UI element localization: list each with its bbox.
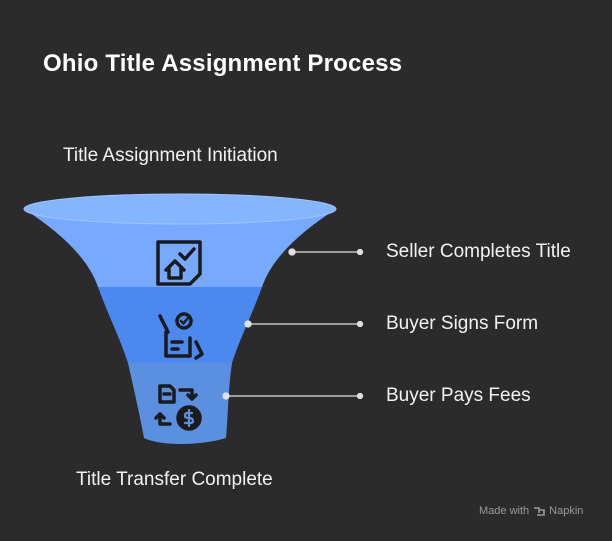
connector-stage-1 xyxy=(288,248,364,256)
hand-signing-form-icon xyxy=(158,312,204,360)
house-document-check-icon xyxy=(156,240,202,286)
stage-label-buyer-signs-form: Buyer Signs Form xyxy=(386,313,539,334)
connector-stage-2 xyxy=(244,320,364,328)
connector-stage-3 xyxy=(222,392,364,400)
made-with-text: Made with xyxy=(479,505,530,517)
funnel-stage-1 xyxy=(24,209,336,287)
funnel-top-label: Title Assignment Initiation xyxy=(63,145,278,166)
document-dollar-exchange-icon xyxy=(154,384,202,431)
stage-label-buyer-pays-fees: Buyer Pays Fees xyxy=(386,385,531,406)
napkin-brand-text: Napkin xyxy=(549,505,584,517)
funnel-stage-3 xyxy=(128,363,232,444)
funnel-rim xyxy=(24,194,336,224)
made-with-credit: Made with Napkin xyxy=(479,505,583,517)
diagram-title: Ohio Title Assignment Process xyxy=(43,50,403,77)
napkin-logo-icon xyxy=(534,507,545,516)
stage-label-seller-completes-title: Seller Completes Title xyxy=(386,241,571,262)
funnel-bottom-label: Title Transfer Complete xyxy=(76,469,273,490)
